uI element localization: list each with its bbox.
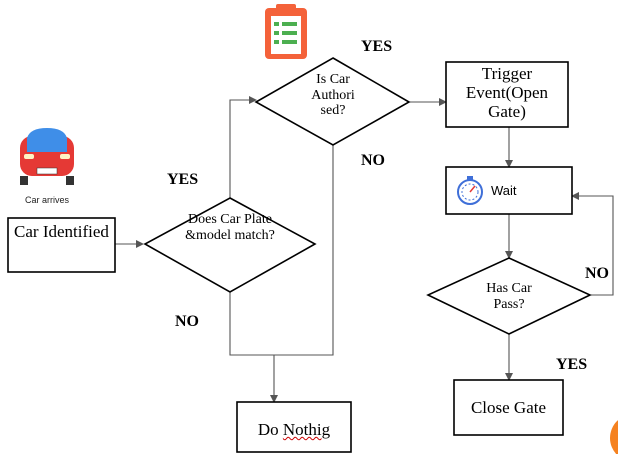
has-car-pass-label: Has Car Pass?	[486, 281, 532, 312]
plate-match-label: Does Car Plate &model match?	[185, 212, 275, 243]
do-nothing-word-do: Do	[257, 420, 283, 439]
authorised-label: Is Car Authori sed?	[311, 72, 355, 119]
wait-label: Wait	[491, 183, 517, 198]
yes-label-plate: YES	[167, 171, 199, 188]
no-label-authorised: NO	[361, 152, 385, 169]
close-gate-box	[453, 379, 564, 436]
do-nothing-label: Do Nothig	[237, 420, 351, 439]
no-label-plate: NO	[175, 313, 199, 330]
edge-plate-no-to-do-nothing	[229, 292, 278, 403]
car-identified-label: Car Identified	[14, 222, 109, 241]
checklist-clipboard-icon	[265, 4, 307, 59]
yes-label-close: YES	[556, 356, 588, 373]
plate-match-diamond	[143, 197, 317, 293]
car-arrives-label: Car arrives	[24, 195, 69, 205]
edge-authorised-no-to-do-nothing	[274, 145, 334, 356]
no-label-loop: NO	[585, 265, 609, 282]
edge-has-pass-no-loop	[571, 192, 614, 296]
has-pass-diamond	[426, 257, 592, 335]
car-identified-box	[7, 217, 116, 273]
yes-label-authorised: YES	[361, 38, 393, 55]
shapes	[7, 57, 592, 453]
close-gate-label: Close Gate	[470, 398, 547, 417]
trigger-event-label: Trigger Event(Open Gate)	[465, 64, 549, 122]
edge-plate-yes-to-authorised	[229, 96, 257, 198]
trigger-event-box	[445, 61, 569, 128]
connector-lines	[115, 96, 614, 403]
red-car-icon	[20, 128, 74, 185]
do-nothing-word-nothig: Nothig	[282, 420, 331, 439]
corner-decoration-circle	[610, 420, 618, 454]
stopwatch-icon	[457, 176, 483, 205]
do-nothing-box	[236, 401, 352, 453]
authorised-diamond	[254, 57, 411, 146]
